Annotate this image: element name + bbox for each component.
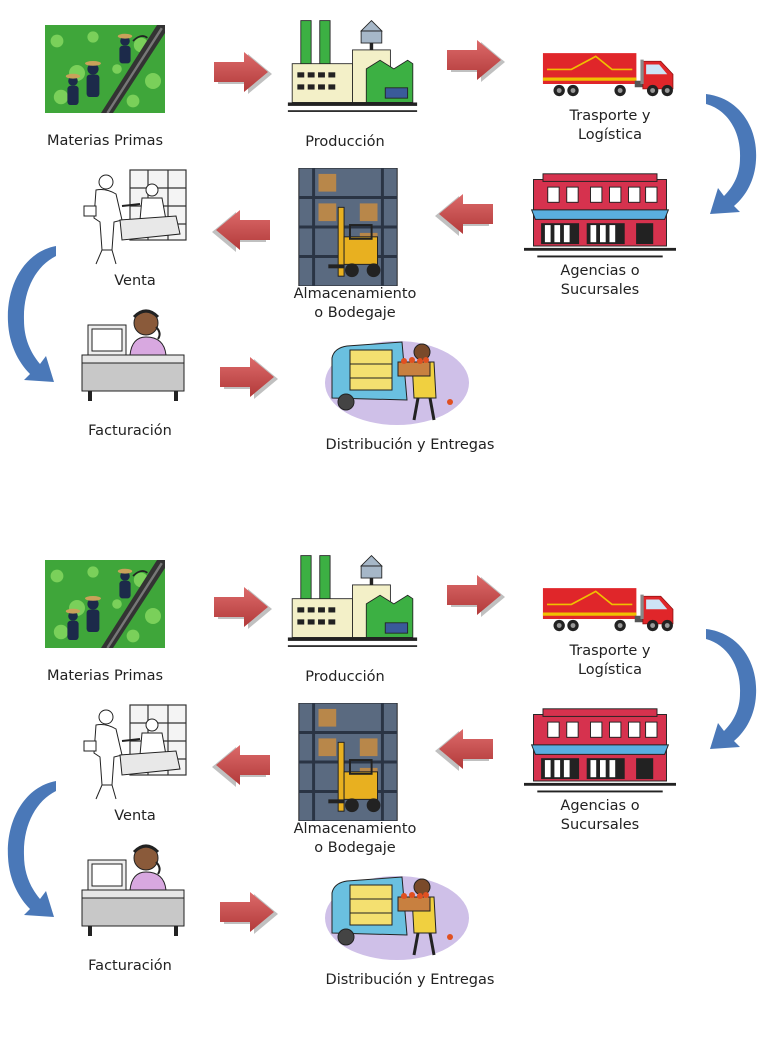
- step-transporte-line1: Trasporte y: [569, 108, 651, 124]
- truck-icon: [522, 45, 702, 110]
- curved-arrow-icon: [2, 240, 62, 394]
- block-arrow-icon: [218, 890, 278, 938]
- curved-arrow-icon: [700, 623, 760, 757]
- step-transporte-line1: Trasporte y: [569, 643, 651, 659]
- step-transporte-line2: Logística: [577, 127, 643, 143]
- step-facturacion: Facturación: [88, 423, 172, 439]
- store-icon: [520, 705, 680, 800]
- step-distribucion: Distribución y Entregas: [325, 972, 495, 988]
- sales-meeting-icon: [80, 160, 190, 270]
- step-agencias: Agencias o Sucursales: [520, 797, 680, 835]
- step-almacenamiento-line1: Almacenamiento: [293, 286, 417, 302]
- block-arrow-icon: [435, 727, 495, 775]
- truck-icon: [522, 580, 702, 645]
- step-agencias-line2: Sucursales: [560, 817, 640, 833]
- curved-arrow-icon: [700, 88, 760, 222]
- step-agencias-line2: Sucursales: [560, 282, 640, 298]
- factory-icon: [275, 12, 430, 124]
- step-almacenamiento-line1: Almacenamiento: [293, 821, 417, 837]
- block-arrow-icon: [212, 208, 272, 256]
- step-almacenamiento: Almacenamiento o Bodegaje: [275, 820, 435, 858]
- block-arrow-icon: [212, 743, 272, 791]
- sales-meeting-icon: [80, 695, 190, 805]
- step-agencias-line1: Agencias o: [560, 798, 640, 814]
- step-materias-primas: Materias Primas: [46, 668, 164, 684]
- step-agencias: Agencias o Sucursales: [520, 262, 680, 300]
- block-arrow-icon: [445, 573, 505, 621]
- step-almacenamiento: Almacenamiento o Bodegaje: [275, 285, 435, 323]
- step-agencias-line1: Agencias o: [560, 263, 640, 279]
- step-materias-primas: Materias Primas: [46, 133, 164, 149]
- farm-field-icon: [30, 560, 180, 648]
- block-arrow-icon: [212, 50, 272, 98]
- farm-field-icon: [30, 25, 180, 113]
- step-transporte: Trasporte y Logística: [530, 642, 690, 680]
- delivery-person-icon: [322, 863, 472, 963]
- step-transporte-line2: Logística: [577, 662, 643, 678]
- billing-clerk-icon: [78, 305, 188, 405]
- step-produccion: Producción: [305, 134, 385, 150]
- store-icon: [520, 170, 680, 265]
- billing-clerk-icon: [78, 840, 188, 940]
- step-distribucion: Distribución y Entregas: [325, 437, 495, 453]
- step-facturacion: Facturación: [88, 958, 172, 974]
- block-arrow-icon: [212, 585, 272, 633]
- warehouse-forklift-icon: [298, 703, 398, 821]
- factory-icon: [275, 547, 430, 659]
- delivery-person-icon: [322, 328, 472, 428]
- step-transporte: Trasporte y Logística: [530, 107, 690, 145]
- step-almacenamiento-line2: o Bodegaje: [314, 305, 396, 321]
- block-arrow-icon: [435, 192, 495, 240]
- step-produccion: Producción: [305, 669, 385, 685]
- block-arrow-icon: [218, 355, 278, 403]
- flow-panel-bottom: Materias Primas Producción Trasporte y L…: [0, 535, 768, 1055]
- step-venta: Venta: [114, 808, 156, 824]
- curved-arrow-icon: [2, 775, 62, 929]
- block-arrow-icon: [445, 38, 505, 86]
- flow-panel-top: Materias Primas Producción Trasporte y L…: [0, 0, 768, 520]
- step-venta: Venta: [114, 273, 156, 289]
- step-almacenamiento-line2: o Bodegaje: [314, 840, 396, 856]
- warehouse-forklift-icon: [298, 168, 398, 286]
